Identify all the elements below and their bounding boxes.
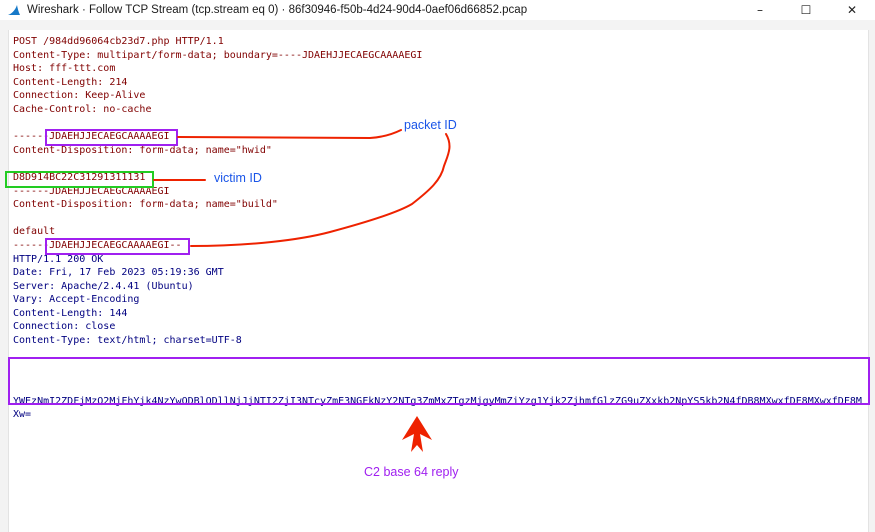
c2-reply-highlight-box: [8, 357, 870, 405]
window-title: Wireshark · Follow TCP Stream (tcp.strea…: [27, 4, 528, 16]
request-header: Host: fff-ttt.com: [13, 63, 116, 75]
request-line: POST /984dd96064cb23d7.php HTTP/1.1: [13, 36, 224, 47]
content-disposition-build: Content-Disposition: form-data; name="bu…: [13, 199, 278, 211]
response-header: Date: Fri, 17 Feb 2023 05:19:36 GMT: [13, 267, 224, 279]
blank-line: [13, 157, 422, 171]
response-header: Vary: Accept-Encoding: [13, 294, 140, 306]
blank-line: [13, 212, 422, 226]
multipart-boundary: ------JDAEHJJECAEGCAAAAEGI: [13, 131, 170, 143]
response-header: Content-Type: text/html; charset=UTF-8: [13, 335, 242, 347]
title-bar: Wireshark · Follow TCP Stream (tcp.strea…: [0, 0, 875, 20]
response-header: Server: Apache/2.4.41 (Ubuntu): [13, 280, 194, 292]
window-controls: – ☐ ✕: [737, 0, 875, 20]
wireshark-fin-icon: [8, 5, 20, 15]
request-header: Cache-Control: no-cache: [13, 103, 152, 115]
victim-id-highlight-box: [5, 171, 154, 188]
multipart-boundary: ------JDAEHJJECAEGCAAAAEGI: [13, 185, 170, 197]
c2-response-body: YWEzNmI2ZDFjMzQ2MjFhYjk4NzYwODBlODllNjJj…: [13, 396, 862, 420]
request-header: Content-Type: multipart/form-data; bound…: [13, 49, 423, 61]
victim-id-label: victim ID: [214, 171, 262, 185]
request-header: Content-Length: 214: [13, 76, 128, 88]
request-header: Connection: Keep-Alive: [13, 90, 146, 102]
hwid-value: D8D914BC22C31291311131: [13, 171, 146, 183]
response-status: HTTP/1.1 200 OK: [13, 253, 104, 265]
minimize-button[interactable]: –: [757, 3, 763, 17]
close-button[interactable]: ✕: [846, 3, 858, 17]
packet-id-highlight-box: [45, 129, 178, 146]
response-header: Connection: close: [13, 321, 116, 333]
c2-reply-label: C2 base 64 reply: [364, 465, 459, 479]
build-value: default: [13, 226, 56, 238]
response-header: Content-Length: 144: [13, 307, 128, 319]
maximize-button[interactable]: ☐: [800, 3, 812, 17]
multipart-boundary-end: ------JDAEHJJECAEGCAAAAEGI--: [13, 239, 182, 251]
packet-id-end-highlight-box: [45, 238, 190, 255]
packet-id-label: packet ID: [404, 118, 457, 132]
